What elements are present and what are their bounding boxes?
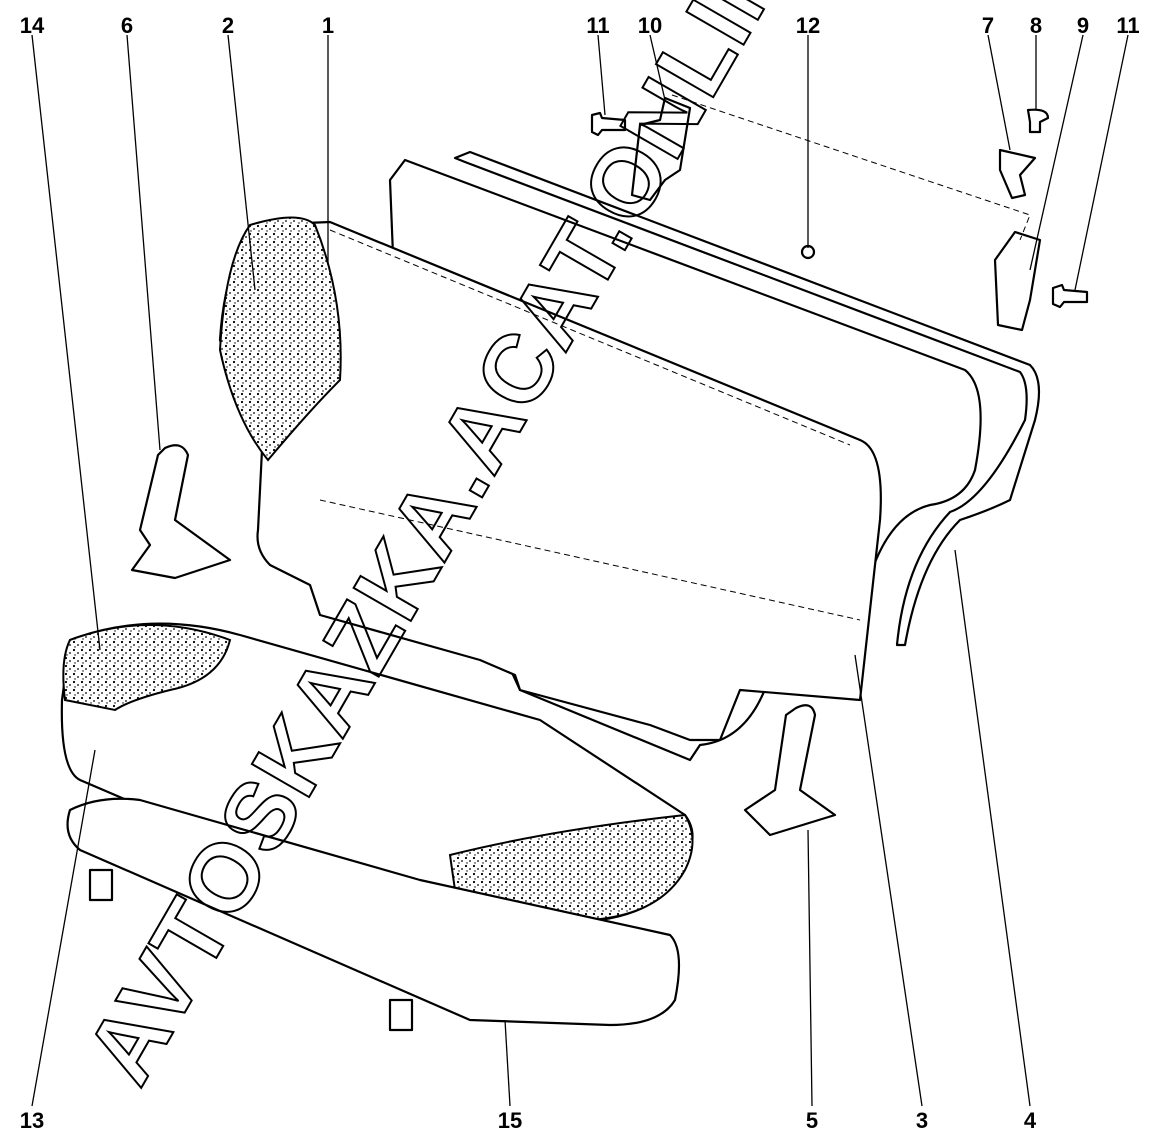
leader-line — [31, 749, 96, 1107]
callout-label: 8 — [1030, 13, 1042, 38]
callout-label: 11 — [586, 13, 609, 38]
knob-8 — [1026, 108, 1050, 134]
callout-label: 3 — [916, 1108, 928, 1133]
callout-label: 5 — [806, 1108, 818, 1133]
callout-label: 6 — [121, 13, 133, 38]
bracket-9 — [993, 230, 1042, 332]
hinge-5 — [743, 704, 837, 837]
seat-clip-right — [388, 998, 414, 1032]
callout-label: 15 — [498, 1108, 522, 1133]
leader-line — [987, 34, 1011, 151]
callout-label: 4 — [1024, 1108, 1037, 1133]
bracket-10 — [630, 96, 692, 202]
callout-label: 2 — [222, 13, 234, 38]
seat-foam-14 — [62, 624, 232, 712]
leader-line — [1074, 34, 1129, 291]
leader-line — [31, 34, 101, 651]
seal-strip-4 — [453, 150, 1041, 647]
clip-7 — [998, 148, 1037, 200]
leader-line — [597, 34, 606, 116]
leader-line — [807, 829, 813, 1107]
leader-line — [1029, 34, 1084, 271]
callout-label: 14 — [20, 13, 45, 38]
leader-line — [854, 654, 923, 1107]
callout-label: 9 — [1077, 13, 1089, 38]
leader-line — [227, 34, 256, 291]
leader-line — [649, 34, 666, 101]
callout-label: 10 — [638, 13, 662, 38]
hinge-6 — [130, 444, 232, 580]
leader-line — [126, 34, 161, 451]
bolt-11-right — [1051, 283, 1089, 309]
leader-line — [954, 549, 1031, 1107]
callout-label: 13 — [20, 1108, 44, 1133]
leader-lines — [31, 34, 1129, 1107]
callout-label: 12 — [796, 13, 820, 38]
seat-foam-side — [448, 813, 694, 927]
bolt-11-left — [590, 111, 627, 137]
seat-clip-left — [88, 868, 114, 902]
callout-label: 1 — [322, 13, 334, 38]
callout-label: 11 — [1116, 13, 1139, 38]
backrest-foam-2 — [218, 216, 342, 462]
callout-label: 7 — [982, 13, 994, 38]
leader-line — [504, 1019, 511, 1107]
seat-pan-15 — [66, 797, 681, 1027]
